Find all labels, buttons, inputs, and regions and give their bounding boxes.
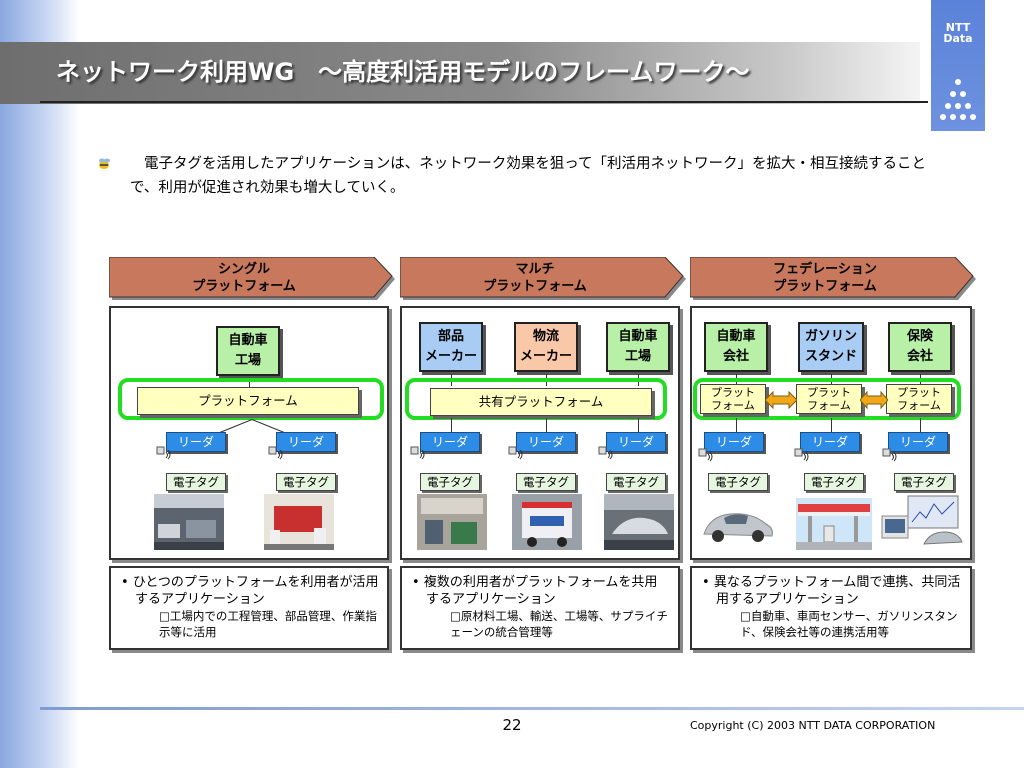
rfid-tag-label: 電子タグ — [166, 473, 226, 491]
page-number: 22 — [502, 716, 522, 734]
copyright-notice: Copyright (C) 2003 NTT DATA CORPORATION — [690, 719, 936, 732]
connector — [546, 418, 547, 432]
rfid-signal-icon — [508, 446, 523, 460]
description-multi: • 複数の利用者がプラットフォームを共用するアプリケーション □原材料工場、輸送… — [400, 566, 680, 650]
header-line1: シングル — [217, 262, 270, 277]
reader-box: リーダ — [420, 432, 480, 452]
connector — [249, 378, 250, 388]
column-header-multi: マルチ プラットフォーム — [400, 257, 690, 301]
entity-car-factory: 自動車 工場 — [216, 326, 280, 376]
double-arrow-icon — [765, 390, 797, 410]
rfid-signal-icon — [410, 446, 425, 460]
car-assembly-photo — [604, 494, 674, 550]
entity-logistics-maker: 物流 メーカー — [514, 322, 578, 372]
sports-car-photo — [700, 498, 776, 550]
header-line2: プラットフォーム — [192, 279, 296, 294]
rfid-signal-icon — [698, 448, 713, 462]
logo-dots-icon — [940, 79, 976, 120]
bee-bullet-icon — [99, 158, 110, 169]
platform-highlight-ring — [693, 378, 961, 420]
double-arrow-icon — [860, 390, 888, 410]
desc-bullet: ひとつのプラットフォームを利用者が活用するアプリケーション — [132, 575, 379, 607]
slide-title: ネットワーク利用WG ～高度利活用モデルのフレームワーク～ — [56, 58, 750, 86]
desc-bullet: 複数の利用者がプラットフォームを共用するアプリケーション — [423, 575, 658, 607]
rfid-tag-label: 電子タグ — [276, 473, 336, 491]
shared-platform-bar: 共有プラットフォーム — [430, 388, 652, 416]
rfid-tag-label: 電子タグ — [894, 473, 954, 491]
left-gradient-strip — [0, 0, 80, 768]
title-bar — [0, 42, 920, 104]
reader-box: リーダ — [516, 432, 576, 452]
column-header-federation: フェデレーション プラットフォーム — [690, 257, 980, 301]
rfid-signal-icon — [794, 448, 809, 462]
header-arrow-shape — [109, 257, 395, 300]
rfid-signal-icon — [268, 446, 283, 460]
rfid-signal-icon — [598, 446, 613, 460]
intro-paragraph: 電子タグを活用したアプリケーションは、ネットワーク効果を狙って「利活用ネットワー… — [130, 156, 926, 196]
description-single: • ひとつのプラットフォームを利用者が活用するアプリケーション □工場内での工程… — [109, 566, 389, 650]
entity-gas-station: ガソリン スタンド — [798, 322, 864, 372]
platform-highlight-ring — [118, 378, 384, 420]
platform-highlight-ring — [405, 378, 667, 420]
connector — [451, 418, 452, 432]
reader-box: リーダ — [276, 432, 336, 452]
logo-text: NTT Data — [943, 21, 973, 45]
connector — [736, 418, 737, 432]
rfid-tag-label: 電子タグ — [420, 473, 480, 491]
parts-warehouse-photo — [417, 494, 487, 550]
computer-and-car-photo — [880, 494, 964, 552]
entity-car-factory: 自動車 工場 — [606, 322, 670, 372]
desc-bullet: 異なるプラットフォーム間で連携、共同活用するアプリケーション — [713, 575, 961, 607]
platform-box: プラット フォーム — [796, 384, 862, 414]
platform-box: プラット フォーム — [700, 384, 766, 414]
connector — [920, 418, 921, 432]
title-underline — [40, 101, 928, 103]
desc-example: □工場内での工程管理、部品管理、作業指示等に活用 — [159, 609, 377, 639]
assembly-photo — [264, 494, 334, 550]
description-federation: • 異なるプラットフォーム間で連携、共同活用するアプリケーション □自動車、車両… — [690, 566, 972, 650]
reader-box: リーダ — [166, 432, 226, 452]
factory-photo — [154, 494, 224, 550]
rfid-signal-icon — [156, 446, 171, 460]
desc-example: □自動車、車両センサー、ガソリンスタンド、保険会社等の連携活用等 — [740, 609, 958, 639]
gas-station-photo — [796, 498, 872, 550]
rfid-tag-label: 電子タグ — [516, 473, 576, 491]
header-line2: プラットフォーム — [773, 279, 877, 294]
reader-box: リーダ — [800, 432, 860, 452]
rfid-tag-label: 電子タグ — [606, 473, 666, 491]
entity-car-company: 自動車 会社 — [704, 322, 768, 372]
entity-insurance-company: 保険 会社 — [888, 322, 952, 372]
platform-bar: プラットフォーム — [137, 387, 359, 415]
header-line1: フェデレーション — [773, 262, 877, 277]
connector — [831, 418, 832, 432]
reader-box: リーダ — [704, 432, 764, 452]
connector — [638, 418, 639, 432]
header-arrow-shape — [400, 257, 686, 300]
reader-box: リーダ — [606, 432, 666, 452]
header-line2: プラットフォーム — [483, 279, 587, 294]
header-line1: マルチ — [515, 262, 555, 277]
entity-parts-maker: 部品 メーカー — [419, 322, 483, 372]
platform-box: プラット フォーム — [886, 384, 952, 414]
footer-rule — [40, 707, 1024, 710]
delivery-truck-photo — [512, 494, 582, 550]
rfid-signal-icon — [882, 448, 897, 462]
desc-example: □原材料工場、輸送、工場等、サプライチェーンの統合管理等 — [450, 609, 668, 639]
column-header-single: シングル プラットフォーム — [109, 257, 399, 301]
rfid-tag-label: 電子タグ — [708, 473, 768, 491]
reader-box: リーダ — [888, 432, 948, 452]
header-arrow-shape — [690, 257, 976, 300]
ntt-data-logo — [931, 0, 985, 131]
rfid-tag-label: 電子タグ — [804, 473, 864, 491]
